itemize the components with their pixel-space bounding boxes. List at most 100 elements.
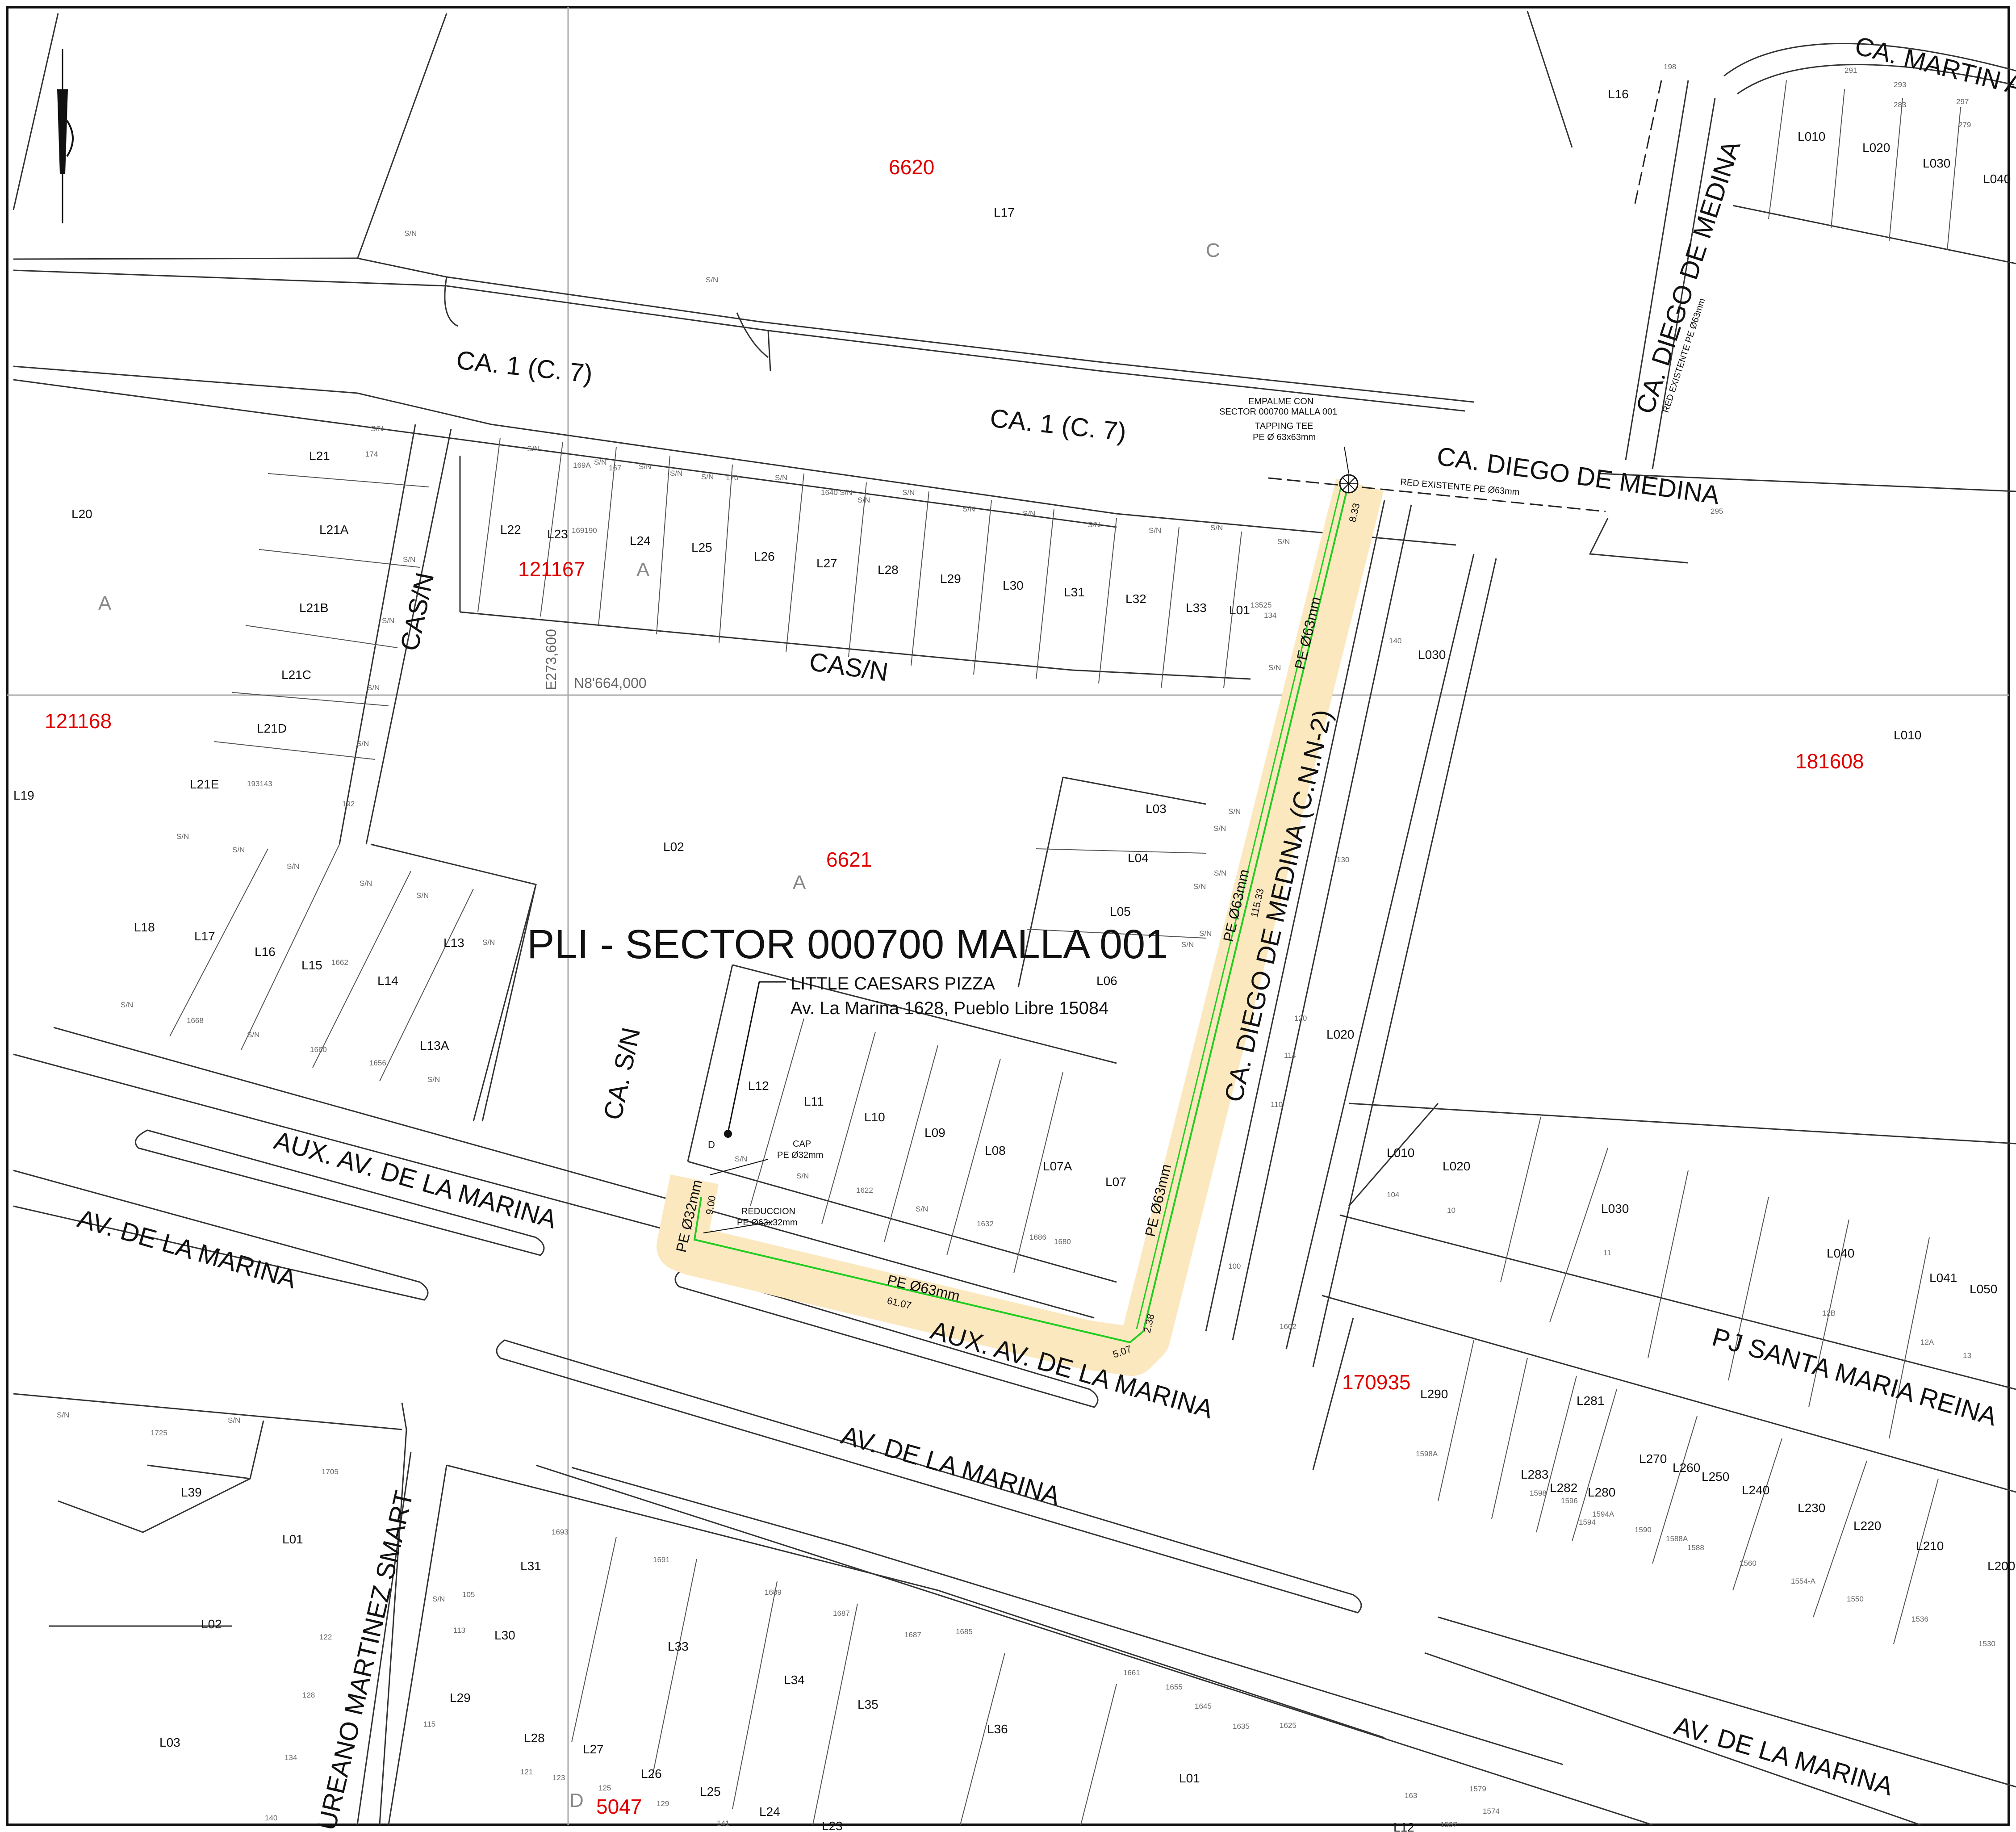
svg-text:L05: L05 xyxy=(1110,905,1131,918)
svg-text:L17: L17 xyxy=(194,929,215,943)
svg-text:10: 10 xyxy=(1447,1206,1456,1215)
svg-text:S/N: S/N xyxy=(228,1416,240,1425)
svg-text:S/N: S/N xyxy=(356,739,369,748)
svg-text:1635: 1635 xyxy=(1233,1722,1250,1731)
svg-text:S/N: S/N xyxy=(962,505,975,513)
street-av-c: AV. DE LA MARINA xyxy=(1671,1711,1896,1801)
svg-text:S/N: S/N xyxy=(427,1075,440,1084)
svg-text:S/N: S/N xyxy=(247,1031,259,1039)
svg-text:1598A: 1598A xyxy=(1416,1450,1438,1458)
svg-text:EMPALME CON: EMPALME CON xyxy=(1248,397,1313,407)
street-outlines xyxy=(13,11,2016,1826)
svg-text:S/N: S/N xyxy=(287,862,299,871)
svg-text:REDUCCION: REDUCCION xyxy=(741,1207,795,1216)
svg-text:L35: L35 xyxy=(857,1698,878,1711)
svg-text:S/N: S/N xyxy=(432,1595,445,1603)
svg-text:S/N: S/N xyxy=(404,229,417,238)
svg-text:S/N: S/N xyxy=(382,616,394,625)
svg-text:1686: 1686 xyxy=(1029,1233,1046,1241)
svg-text:1602: 1602 xyxy=(1280,1322,1297,1331)
svg-text:L280: L280 xyxy=(1588,1485,1615,1499)
svg-text:134: 134 xyxy=(1264,611,1276,620)
svg-text:TAPPING TEE: TAPPING TEE xyxy=(1255,421,1313,431)
svg-text:122: 122 xyxy=(319,1633,332,1641)
svg-text:L01: L01 xyxy=(282,1532,303,1546)
svg-text:L03: L03 xyxy=(159,1736,180,1749)
gas-network xyxy=(657,80,1662,1376)
svg-text:RED EXISTENTE PE Ø63mm: RED EXISTENTE PE Ø63mm xyxy=(1400,477,1520,497)
svg-text:1689: 1689 xyxy=(765,1588,782,1597)
svg-text:1656: 1656 xyxy=(369,1059,386,1067)
svg-text:11: 11 xyxy=(1603,1249,1611,1257)
svg-text:L06: L06 xyxy=(1096,974,1117,988)
svg-text:L220: L220 xyxy=(1853,1519,1881,1533)
parcel-5047: 5047 xyxy=(596,1795,642,1818)
svg-text:198: 198 xyxy=(1664,63,1676,71)
svg-text:S/N: S/N xyxy=(1087,520,1100,529)
svg-text:140: 140 xyxy=(265,1814,277,1822)
north-arrow-icon xyxy=(57,49,74,223)
svg-text:L31: L31 xyxy=(520,1559,541,1573)
svg-text:291: 291 xyxy=(1845,66,1857,75)
parcel-121168: 121168 xyxy=(45,709,112,733)
svg-text:L11: L11 xyxy=(804,1094,824,1108)
svg-text:1680: 1680 xyxy=(1054,1237,1071,1246)
svg-text:L28: L28 xyxy=(524,1731,545,1745)
svg-text:L34: L34 xyxy=(784,1673,805,1687)
svg-text:S/N: S/N xyxy=(670,469,682,478)
svg-text:1632: 1632 xyxy=(977,1220,994,1228)
svg-text:1668: 1668 xyxy=(187,1016,204,1025)
svg-text:1691: 1691 xyxy=(653,1555,670,1564)
street-diego-b: CA. DIEGO DE MEDINA xyxy=(1631,137,1746,417)
svg-text:PE Ø63x32mm: PE Ø63x32mm xyxy=(737,1218,798,1228)
svg-text:1687: 1687 xyxy=(904,1631,921,1639)
svg-text:S/N: S/N xyxy=(1023,509,1035,518)
svg-text:L08: L08 xyxy=(985,1144,1006,1157)
svg-text:192: 192 xyxy=(342,800,355,808)
svg-text:L30: L30 xyxy=(494,1628,515,1642)
svg-text:L23: L23 xyxy=(822,1819,843,1832)
svg-text:128: 128 xyxy=(302,1691,315,1699)
svg-text:295: 295 xyxy=(1711,507,1723,516)
svg-text:L27: L27 xyxy=(816,556,837,570)
svg-text:114: 114 xyxy=(1284,1051,1296,1060)
svg-text:1590: 1590 xyxy=(1635,1526,1652,1534)
poi-address: Av. La Marina 1628, Pueblo Libre 15084 xyxy=(791,998,1108,1018)
svg-text:S/N: S/N xyxy=(416,891,429,900)
svg-text:1594A: 1594A xyxy=(1592,1510,1614,1518)
svg-text:1655: 1655 xyxy=(1166,1683,1183,1691)
svg-text:L24: L24 xyxy=(630,534,651,548)
svg-text:1579: 1579 xyxy=(1469,1785,1486,1793)
svg-text:100: 100 xyxy=(1228,1262,1241,1270)
svg-text:L210: L210 xyxy=(1916,1539,1944,1553)
svg-text:L010: L010 xyxy=(1798,130,1825,143)
svg-text:1660: 1660 xyxy=(310,1045,327,1054)
svg-text:L030: L030 xyxy=(1923,156,1950,170)
svg-text:L050: L050 xyxy=(1970,1282,1997,1296)
svg-text:L02: L02 xyxy=(201,1617,222,1631)
svg-text:L290: L290 xyxy=(1420,1387,1448,1401)
northing-label: N8'664,000 xyxy=(574,675,647,691)
svg-text:193143: 193143 xyxy=(247,780,272,788)
svg-text:L27: L27 xyxy=(583,1742,604,1756)
svg-text:S/N: S/N xyxy=(1213,824,1226,833)
svg-text:1705: 1705 xyxy=(322,1467,339,1476)
parcel-6621: 6621 xyxy=(826,848,872,871)
svg-text:S/N: S/N xyxy=(1181,940,1194,949)
svg-text:123: 123 xyxy=(552,1773,565,1782)
svg-text:L24: L24 xyxy=(759,1805,780,1819)
tapping-tee-icon xyxy=(1339,474,1359,494)
svg-text:S/N: S/N xyxy=(482,938,495,947)
street-aux-a: AUX. AV. DE LA MARINA xyxy=(271,1126,560,1234)
svg-text:L200: L200 xyxy=(1987,1559,2015,1573)
svg-text:A: A xyxy=(98,592,112,614)
svg-text:L39: L39 xyxy=(181,1485,202,1499)
svg-text:L13A: L13A xyxy=(420,1039,449,1052)
svg-text:L15: L15 xyxy=(301,958,322,972)
svg-text:L26: L26 xyxy=(641,1767,662,1781)
svg-text:PE Ø32mm: PE Ø32mm xyxy=(777,1150,823,1160)
svg-text:A: A xyxy=(636,559,650,581)
svg-text:297: 297 xyxy=(1956,97,1969,106)
svg-text:L040: L040 xyxy=(1827,1246,1854,1260)
svg-text:140: 140 xyxy=(1389,637,1401,645)
